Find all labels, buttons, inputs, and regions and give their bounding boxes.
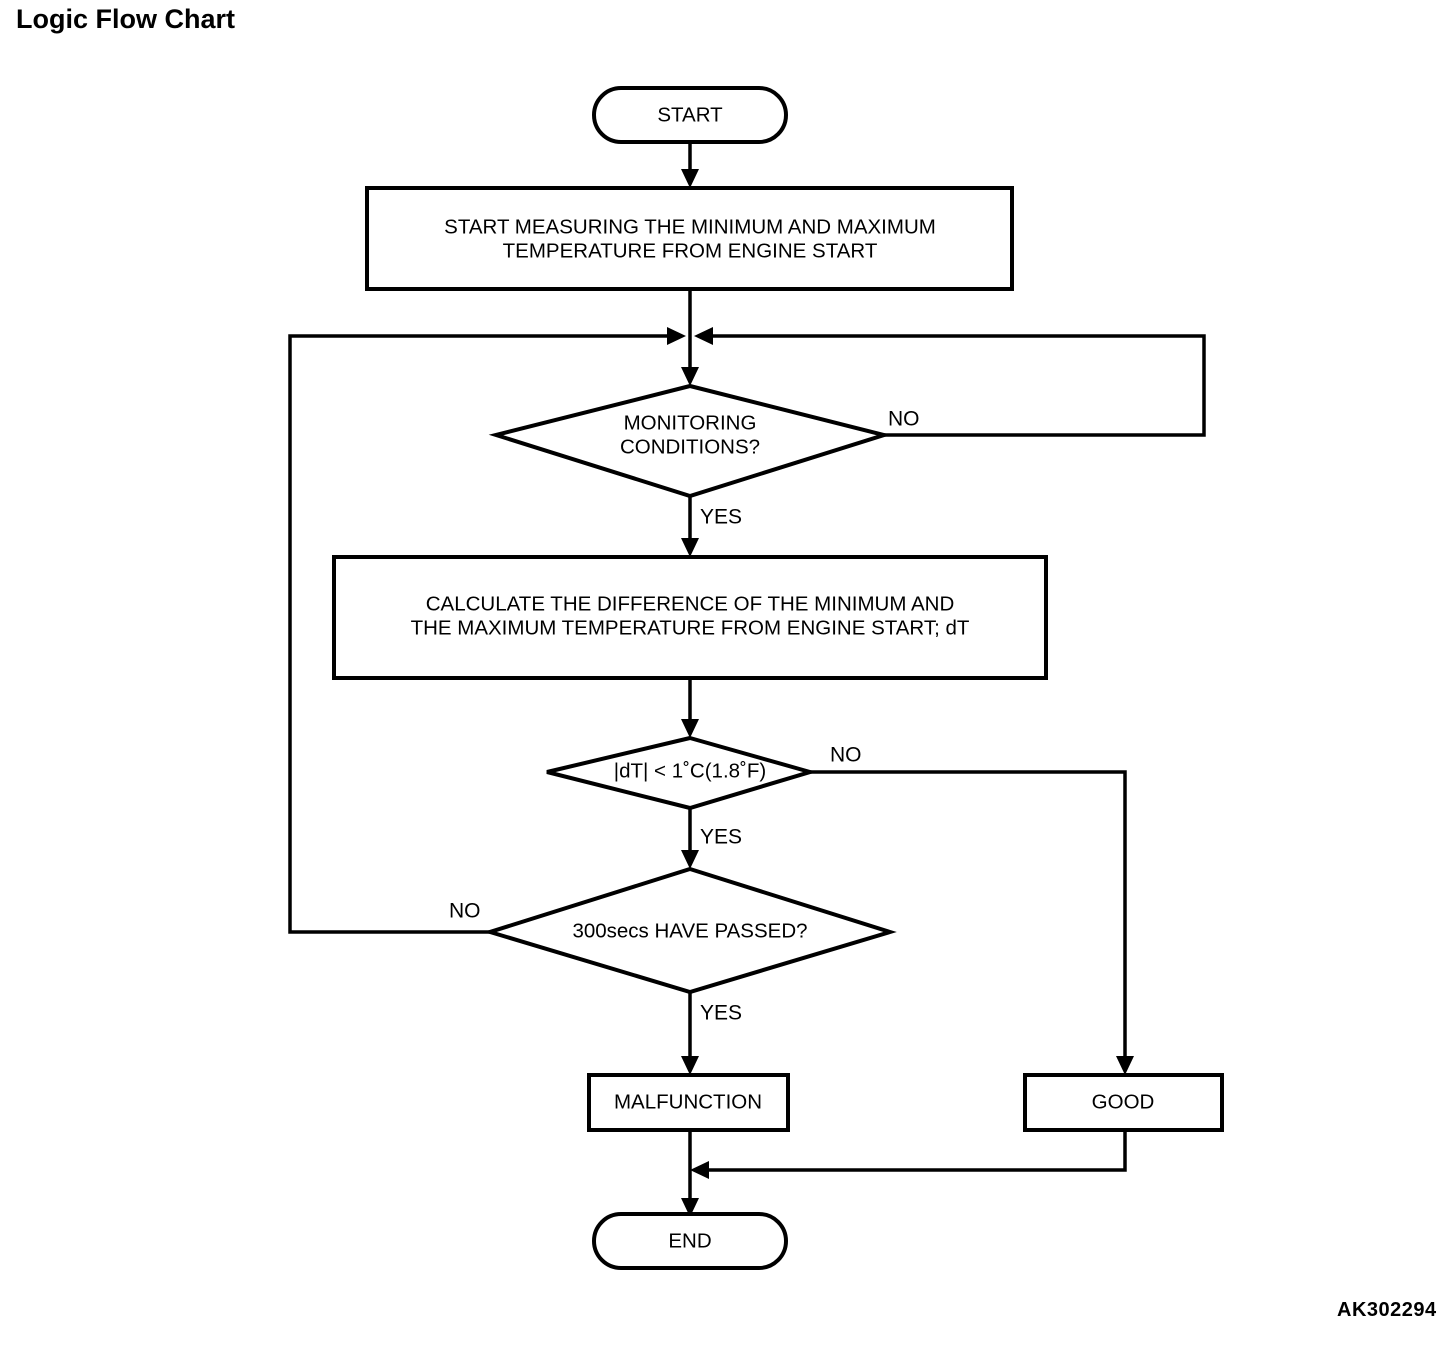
- edge-good-to-merge: [690, 1130, 1127, 1179]
- node-monitoring-conditions[interactable]: MONITORING CONDITIONS?: [488, 383, 892, 499]
- branch-label-timer-no: NO: [449, 900, 481, 923]
- node-end[interactable]: END: [592, 1212, 788, 1270]
- node-timer-check[interactable]: 300secs HAVE PASSED?: [483, 866, 897, 995]
- node-monitoring-conditions-label-line2: CONDITIONS?: [620, 435, 760, 458]
- node-end-label: END: [668, 1229, 711, 1252]
- edge-dt-yes-to-timer: [681, 808, 699, 869]
- edge-timer-no-loop: [288, 327, 686, 934]
- node-dt-threshold-check[interactable]: |dT| < 1˚C(1.8˚F): [546, 735, 818, 811]
- node-malfunction[interactable]: MALFUNCTION: [587, 1073, 790, 1132]
- branch-label-monitoring-no: NO: [888, 408, 920, 431]
- node-start-measuring-label-line1: START MEASURING THE MINIMUM AND MAXIMUM: [444, 215, 936, 238]
- edge-dt-no-to-good: [810, 770, 1134, 1075]
- node-monitoring-conditions-label-line1: MONITORING: [624, 411, 757, 434]
- edge-measure-to-monitoring: [681, 289, 699, 386]
- node-calculate-difference-label-line2: THE MAXIMUM TEMPERATURE FROM ENGINE STAR…: [411, 616, 970, 639]
- node-timer-check-label: 300secs HAVE PASSED?: [572, 919, 807, 942]
- node-good[interactable]: GOOD: [1023, 1073, 1224, 1132]
- node-malfunction-label: MALFUNCTION: [614, 1090, 762, 1113]
- branch-label-timer-yes: YES: [700, 1002, 742, 1025]
- edge-timer-yes-to-malfunction: [681, 992, 699, 1075]
- node-good-label: GOOD: [1092, 1090, 1155, 1113]
- branch-label-dt-no: NO: [830, 744, 862, 767]
- edge-malfunction-to-end: [681, 1130, 699, 1217]
- node-start-measuring[interactable]: START MEASURING THE MINIMUM AND MAXIMUM …: [365, 186, 1014, 291]
- node-start-label: START: [657, 103, 723, 126]
- edge-monitoring-yes-to-calculate: [681, 496, 699, 557]
- edge-start-to-measure: [681, 142, 699, 188]
- reference-code: AK302294: [1337, 1299, 1437, 1321]
- node-start-measuring-label-line2: TEMPERATURE FROM ENGINE START: [503, 239, 878, 262]
- edge-calculate-to-dt-check: [681, 678, 699, 738]
- page-title: Logic Flow Chart: [16, 4, 235, 34]
- node-calculate-difference[interactable]: CALCULATE THE DIFFERENCE OF THE MINIMUM …: [332, 555, 1048, 680]
- branch-label-dt-yes: YES: [700, 826, 742, 849]
- branch-label-monitoring-yes: YES: [700, 506, 742, 529]
- edge-monitoring-no-loop: [694, 327, 1206, 437]
- node-dt-threshold-check-label: |dT| < 1˚C(1.8˚F): [614, 759, 766, 782]
- node-calculate-difference-label-line1: CALCULATE THE DIFFERENCE OF THE MINIMUM …: [426, 592, 955, 615]
- node-start[interactable]: START: [592, 86, 788, 144]
